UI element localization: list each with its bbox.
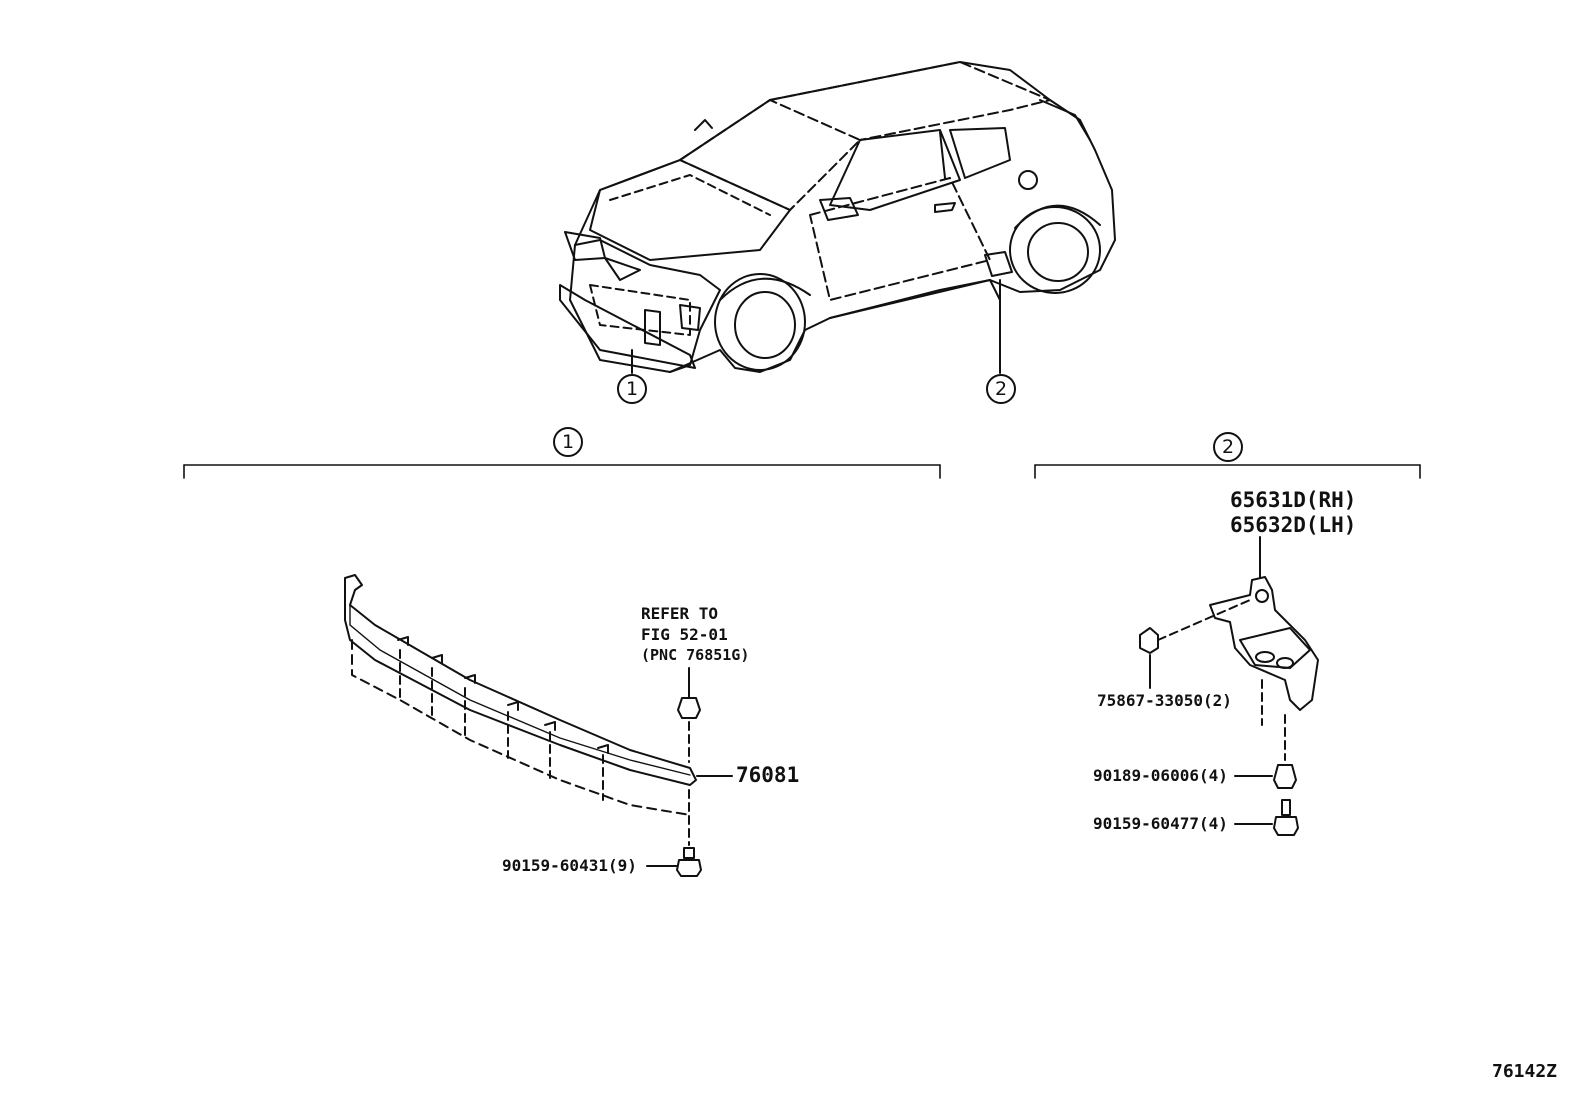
refer-to-line1: REFER TO <box>641 604 719 623</box>
part-label-spoiler-screw: 90159-60431(9) <box>502 856 637 875</box>
section-2-bracket <box>1034 464 1421 479</box>
refer-to-note: REFER TO FIG 52-01 (PNC 76851G) <box>641 603 749 666</box>
figure-id: 76142Z <box>1492 1061 1558 1082</box>
front-spoiler-part <box>344 574 733 877</box>
section-1-marker: 1 <box>553 427 583 457</box>
section-1-bracket <box>183 464 941 479</box>
part-label-bolt: 90159-60477(4) <box>1093 814 1228 833</box>
part-label-bracket-rh: 65631D(RH) <box>1230 488 1357 512</box>
part-label-76081: 76081 <box>736 763 800 787</box>
side-bracket-part <box>1139 536 1319 836</box>
section-2-marker: 2 <box>1213 432 1243 462</box>
part-label-clip: 75867-33050(2) <box>1097 691 1232 710</box>
marker-2-car: 2 <box>986 374 1016 404</box>
car-illustration <box>559 61 1116 374</box>
part-label-bracket-lh: 65632D(LH) <box>1230 513 1357 537</box>
part-label-nut: 90189-06006(4) <box>1093 766 1228 785</box>
refer-to-line3: (PNC 76851G) <box>641 646 750 664</box>
refer-to-line2: FIG 52-01 <box>641 625 728 644</box>
marker-1-car: 1 <box>617 374 647 404</box>
